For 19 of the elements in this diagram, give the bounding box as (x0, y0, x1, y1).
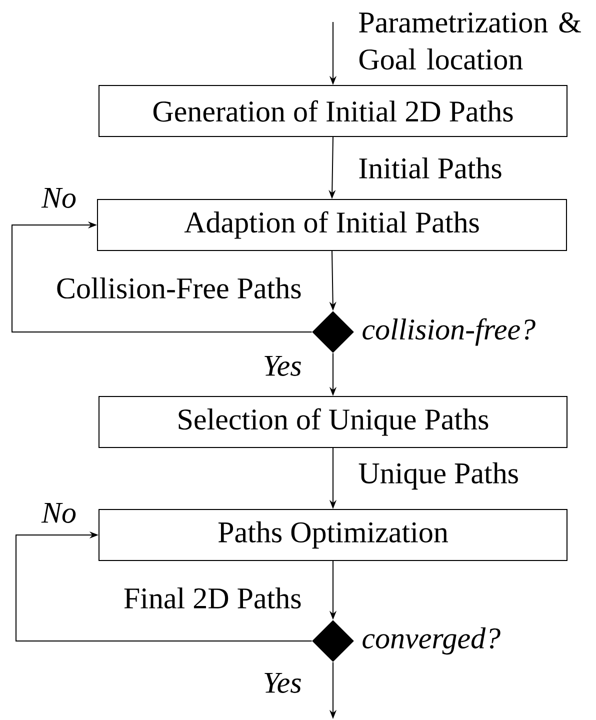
process-box: Generation of Initial 2D Paths (98, 85, 568, 137)
edge-label: Final 2D Paths (124, 587, 301, 609)
decision-diamond (312, 620, 354, 662)
edge-label: No (41, 188, 76, 208)
edge-label: Yes (264, 673, 301, 693)
arrow (12, 221, 312, 332)
decision-diamond (312, 311, 354, 353)
process-box: Paths Optimization (98, 509, 568, 561)
edge-label: Initial Paths (359, 157, 502, 179)
process-box: Adaption of Initial Paths (97, 199, 567, 251)
edge-label: Yes (264, 356, 301, 376)
edge-label: Parametrization & Goal location (359, 12, 581, 70)
decision-label: collision-free? (362, 318, 536, 346)
edge-label: No (41, 503, 76, 523)
decision-label: converged? (362, 627, 500, 655)
edge-label: Collision-Free Paths (57, 277, 301, 299)
arrow (16, 531, 312, 642)
edge-label: Unique Paths (358, 462, 518, 490)
process-box: Selection of Unique Paths (98, 396, 568, 448)
